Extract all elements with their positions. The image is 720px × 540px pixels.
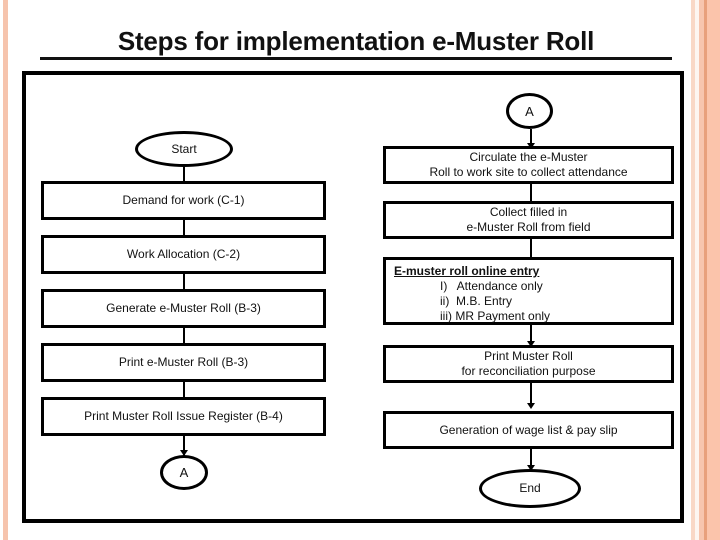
node-connector-a-out[interactable]: A	[160, 455, 208, 490]
right-accent-stripe-2	[695, 0, 699, 540]
online-entry-item-3: iii) MR Payment only	[440, 309, 551, 323]
node-collect-filled-in[interactable]: Collect filled in e-Muster Roll from fie…	[383, 201, 674, 239]
right-accent-stripe-1	[691, 0, 695, 540]
right-accent-stripe-5	[707, 0, 720, 540]
flowchart-frame: Start Demand for work (C-1) Work Allocat…	[22, 71, 684, 523]
collect-line-2: e-Muster Roll from field	[466, 220, 591, 234]
circulate-line-1: Circulate the e-Muster	[469, 150, 588, 164]
connector-generate-to-print	[183, 328, 185, 350]
connector-demand-to-allocation	[183, 220, 185, 242]
node-generate-emuster-roll[interactable]: Generate e-Muster Roll (B-3)	[41, 289, 326, 328]
online-entry-item-2: ii) M.B. Entry	[440, 294, 513, 308]
connector-print-reconcile-to-wage-list	[530, 383, 532, 407]
node-print-reconciliation[interactable]: Print Muster Roll for reconciliation pur…	[383, 345, 674, 383]
online-entry-heading: E-muster roll online entry	[394, 264, 540, 278]
node-end[interactable]: End	[479, 469, 581, 508]
connector-a-to-circulate	[530, 129, 532, 148]
node-print-emuster-roll[interactable]: Print e-Muster Roll (B-3)	[41, 343, 326, 382]
connector-circulate-to-collect	[530, 184, 532, 206]
print-reconcile-line-2: for reconciliation purpose	[461, 364, 596, 378]
print-reconcile-line-1: Print Muster Roll	[484, 349, 573, 363]
connector-start-to-demand	[183, 167, 185, 191]
node-print-reconcile-text: Print Muster Roll for reconciliation pur…	[461, 349, 595, 379]
connector-collect-to-online-entry	[530, 239, 532, 261]
collect-line-1: Collect filled in	[489, 205, 568, 219]
connector-online-entry-to-print-reconcile	[530, 325, 532, 346]
node-wage-list[interactable]: Generation of wage list & pay slip	[383, 411, 674, 449]
connector-wage-list-to-end	[530, 449, 532, 470]
node-circulate-text: Circulate the e-Muster Roll to work site…	[429, 150, 627, 180]
node-demand-for-work[interactable]: Demand for work (C-1)	[41, 181, 326, 220]
node-collect-text: Collect filled in e-Muster Roll from fie…	[466, 205, 590, 235]
node-online-entry[interactable]: E-muster roll online entry I) Attendance…	[383, 257, 674, 325]
connector-register-to-connector-a	[183, 436, 185, 456]
arrowhead-online-entry-to-print-reconcile	[527, 341, 535, 347]
online-entry-item-1: I) Attendance only	[440, 279, 543, 293]
node-connector-a-in[interactable]: A	[506, 93, 553, 129]
connector-allocation-to-generate	[183, 274, 185, 296]
node-circulate-emuster-roll[interactable]: Circulate the e-Muster Roll to work site…	[383, 146, 674, 184]
node-print-issue-register[interactable]: Print Muster Roll Issue Register (B-4)	[41, 397, 326, 436]
arrowhead-wage-list-to-end	[527, 465, 535, 471]
right-accent-stripe-3	[699, 0, 704, 540]
right-accent-stripe-4	[704, 0, 707, 540]
slide-title: Steps for implementation e-Muster Roll	[40, 26, 672, 60]
arrowhead-print-reconcile-to-wage-list	[527, 403, 535, 409]
node-work-allocation[interactable]: Work Allocation (C-2)	[41, 235, 326, 274]
circulate-line-2: Roll to work site to collect attendance	[429, 165, 628, 179]
left-accent-stripe	[3, 0, 8, 540]
arrowhead-register-to-connector-a	[180, 450, 188, 456]
connector-print-to-register	[183, 382, 185, 404]
node-start[interactable]: Start	[135, 131, 233, 167]
